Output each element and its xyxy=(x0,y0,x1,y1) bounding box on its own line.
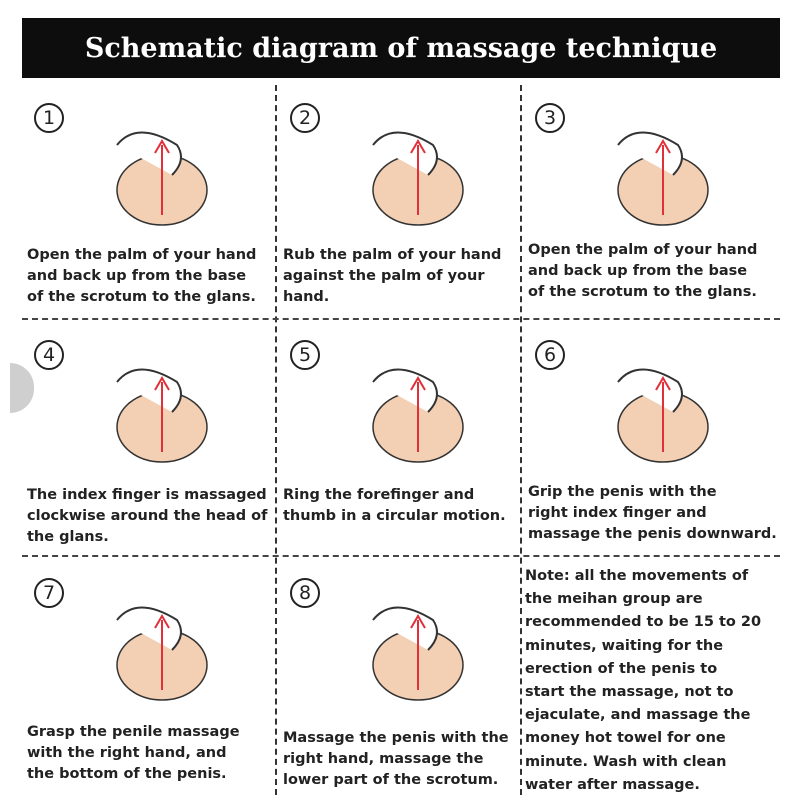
caption-line: The index finger is massaged xyxy=(27,487,267,503)
caption-line: of the scrotum to the glans. xyxy=(27,289,256,305)
massage-illustration xyxy=(617,131,709,226)
caption-line: the bottom of the penis. xyxy=(27,766,227,782)
step-caption-4: The index finger is massaged clockwise ar… xyxy=(27,485,267,548)
note-line: money hot towel for one xyxy=(525,730,726,747)
caption-line: hand. xyxy=(283,289,330,305)
step-number-7: 7 xyxy=(34,578,64,608)
caption-line: thumb in a circular motion. xyxy=(283,508,506,524)
divider xyxy=(275,85,277,795)
step-number-1: 1 xyxy=(34,103,64,133)
carousel-prev-handle[interactable] xyxy=(10,363,34,413)
caption-line: Open the palm of your hand xyxy=(27,247,257,263)
step-number-6: 6 xyxy=(535,340,565,370)
step-caption-2: Rub the palm of your hand against the pal… xyxy=(283,245,501,308)
step-number-4: 4 xyxy=(34,340,64,370)
massage-illustration xyxy=(116,368,208,463)
divider xyxy=(22,318,780,320)
note-line: Note: all the movements of xyxy=(525,568,749,584)
step-number-5: 5 xyxy=(290,340,320,370)
caption-line: clockwise around the head of xyxy=(27,508,268,524)
massage-illustration xyxy=(372,368,464,463)
note-line: minute. Wash with clean xyxy=(525,753,727,770)
note-line: erection of the penis to xyxy=(525,660,718,677)
caption-line: the glans. xyxy=(27,529,109,545)
step-number-3: 3 xyxy=(535,103,565,133)
massage-illustration xyxy=(372,131,464,226)
caption-line: and back up from the base xyxy=(27,268,247,284)
caption-line: with the right hand, and xyxy=(27,745,227,761)
massage-illustration xyxy=(116,131,208,226)
massage-illustration xyxy=(116,606,208,701)
note-line: recommended to be 15 to 20 xyxy=(525,614,762,631)
divider xyxy=(520,85,522,795)
caption-line: against the palm of your xyxy=(283,268,485,284)
caption-line: Rub the palm of your hand xyxy=(283,247,502,263)
step-caption-5: Ring the forefinger and thumb in a circul… xyxy=(283,485,506,527)
step-caption-7: Grasp the penile massage with the right h… xyxy=(27,722,240,785)
note-line: water after massage. xyxy=(525,776,700,793)
caption-line: right index finger and xyxy=(528,505,707,521)
page-title: Schematic diagram of massage technique xyxy=(22,18,780,78)
note-text: Note: all the movements of the meihan gro… xyxy=(525,565,761,797)
note-line: start the massage, not to xyxy=(525,684,734,701)
step-caption-3: Open the palm of your hand and back up fr… xyxy=(528,240,757,303)
step-caption-1: Open the palm of your hand and back up fr… xyxy=(27,245,256,308)
caption-line: massage the penis downward. xyxy=(528,526,777,542)
caption-line: and back up from the base xyxy=(528,263,748,279)
caption-line: Ring the forefinger and xyxy=(283,487,475,503)
step-caption-6: Grip the penis with the right index finge… xyxy=(528,482,777,545)
step-number-2: 2 xyxy=(290,103,320,133)
caption-line: Massage the penis with the xyxy=(283,730,509,746)
caption-line: lower part of the scrotum. xyxy=(283,772,499,788)
caption-line: right hand, massage the xyxy=(283,751,484,767)
note-line: minutes, waiting for the xyxy=(525,637,724,654)
caption-line: Grasp the penile massage xyxy=(27,724,240,740)
massage-illustration xyxy=(617,368,709,463)
caption-line: Grip the penis with the xyxy=(528,484,717,500)
caption-line: Open the palm of your hand xyxy=(528,242,758,258)
massage-illustration xyxy=(372,606,464,701)
caption-line: of the scrotum to the glans. xyxy=(528,284,757,300)
step-number-8: 8 xyxy=(290,578,320,608)
divider xyxy=(22,555,780,557)
note-line: the meihan group are xyxy=(525,591,703,608)
step-caption-8: Massage the penis with the right hand, ma… xyxy=(283,728,509,791)
note-line: ejaculate, and massage the xyxy=(525,707,751,724)
